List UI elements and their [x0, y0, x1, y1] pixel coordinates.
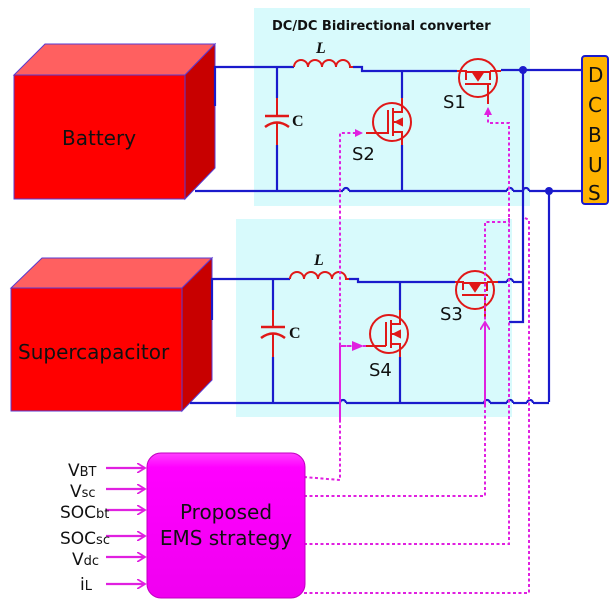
s4-gate-arrow: [352, 341, 364, 351]
dc-bus-letter: U: [588, 153, 603, 177]
ems-label-line1: Proposed: [180, 500, 272, 524]
switch-s1-label: S1: [443, 92, 466, 113]
dc-bus-letter: D: [588, 63, 603, 87]
supercapacitor-block: Supercapacitor: [9, 256, 214, 413]
ems-input-socsc: SOCsc: [60, 529, 110, 549]
dc-bus-letter: C: [588, 93, 602, 117]
top-converter-wires: [195, 65, 583, 402]
battery-block: Battery: [12, 42, 217, 201]
converter-bottom-background: [236, 219, 512, 417]
ems-input-vsc: Vsc: [70, 482, 96, 502]
capacitor-bottom: C: [260, 310, 301, 357]
dc-bus: D C B U S: [581, 55, 609, 205]
capacitor-top: C: [264, 98, 304, 145]
inductor-top: L: [293, 40, 353, 68]
ems-block: Proposed EMS strategy: [146, 452, 306, 599]
converter-top-title: DC/DC Bidirectional converter: [272, 19, 491, 34]
mosfet-s3: [455, 270, 498, 318]
ems-input-vbt: VBT: [68, 461, 97, 481]
ems-inputs: VBT Vsc SOCbt SOCsc Vdc iL: [60, 461, 110, 595]
ems-input-socbt: SOCbt: [60, 503, 109, 523]
ems-label-line2: EMS strategy: [160, 526, 293, 550]
inductor-bottom: L: [289, 252, 349, 280]
junction-dot: [545, 187, 553, 195]
dc-bus-letter: S: [588, 181, 601, 205]
ems-input-il: iL: [80, 575, 93, 595]
s4-gate-line: [339, 345, 352, 420]
ems-input-vdc: Vdc: [72, 550, 99, 570]
switch-s4-label: S4: [369, 360, 392, 381]
junction-dot: [519, 66, 527, 74]
switch-s3-label: S3: [440, 304, 463, 325]
control-signal-lines: [303, 107, 530, 594]
switch-s2-label: S2: [352, 144, 375, 165]
supercapacitor-label: Supercapacitor: [18, 340, 170, 364]
battery-label: Battery: [62, 126, 136, 150]
converter-top-background: [254, 8, 530, 206]
mosfet-s1: [457, 58, 501, 104]
inductor-bottom-label: L: [313, 252, 324, 269]
capacitor-top-label: C: [292, 113, 304, 130]
inductor-top-label: L: [315, 40, 326, 57]
mosfet-s4: [366, 310, 409, 357]
mosfet-s2: [366, 98, 412, 145]
ems-input-arrows: [106, 468, 145, 584]
bottom-converter-wires: [190, 277, 549, 405]
capacitor-bottom-label: C: [289, 325, 301, 342]
dc-bus-letter: B: [588, 123, 602, 147]
